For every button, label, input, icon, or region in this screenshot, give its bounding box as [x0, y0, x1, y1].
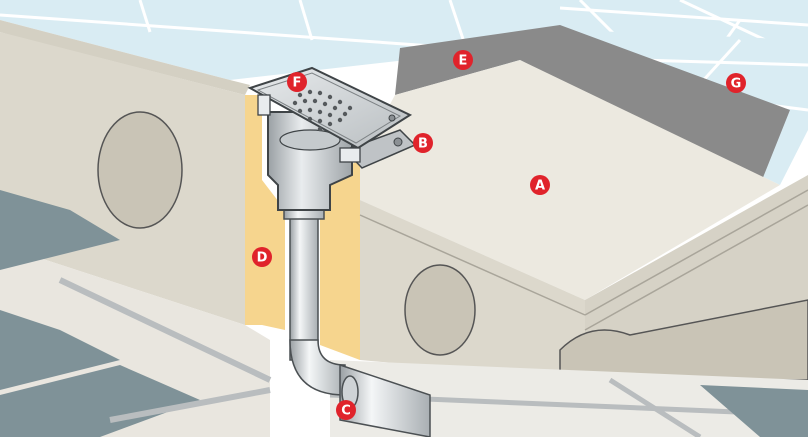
left-floor-dark-3	[0, 365, 200, 437]
marker-b: B	[413, 133, 433, 153]
horizontal-drain-pipe	[339, 363, 431, 437]
marker-letter: A	[535, 179, 545, 194]
marker-circle	[287, 72, 307, 92]
concrete-slab-top	[360, 60, 780, 300]
marker-letter: B	[418, 137, 428, 152]
insulation-left-strip	[245, 95, 262, 325]
marker-a: A	[530, 175, 550, 195]
marker-f: F	[287, 72, 307, 92]
slab-side-void	[559, 299, 808, 381]
left-floor-dark	[0, 190, 120, 270]
grate-screw	[388, 114, 396, 122]
marker-d: D	[252, 247, 272, 267]
marker-circle	[252, 247, 272, 267]
grate-holes	[292, 89, 353, 132]
marker-circle	[453, 50, 473, 70]
marker-letter: F	[293, 76, 302, 91]
marker-circle	[726, 73, 746, 93]
marker-letter: D	[257, 251, 268, 266]
marker-letter: C	[341, 404, 351, 419]
right-floor-panel	[330, 360, 808, 437]
vertical-drain-pipe	[289, 209, 319, 361]
flange-bolt	[393, 137, 403, 147]
marker-letter: E	[459, 54, 468, 69]
marker-circle	[413, 133, 433, 153]
insulation-strip-inner	[262, 180, 285, 330]
marker-g: G	[726, 73, 746, 93]
slab-front-void	[404, 264, 476, 356]
marker-circle	[530, 175, 550, 195]
marker-e: E	[453, 50, 473, 70]
clamp-right	[339, 147, 361, 163]
marker-c: C	[336, 400, 356, 420]
right-floor-dark	[700, 385, 808, 437]
left-block-void	[97, 111, 183, 229]
left-floor-dark-2	[0, 310, 120, 390]
marker-circle	[336, 400, 356, 420]
left-block-top-edge	[0, 20, 250, 95]
label-markers: A B C D E F G	[252, 50, 746, 420]
marker-letter: G	[731, 77, 742, 92]
clamp-left	[257, 94, 271, 116]
drain-body-rim	[279, 129, 341, 151]
